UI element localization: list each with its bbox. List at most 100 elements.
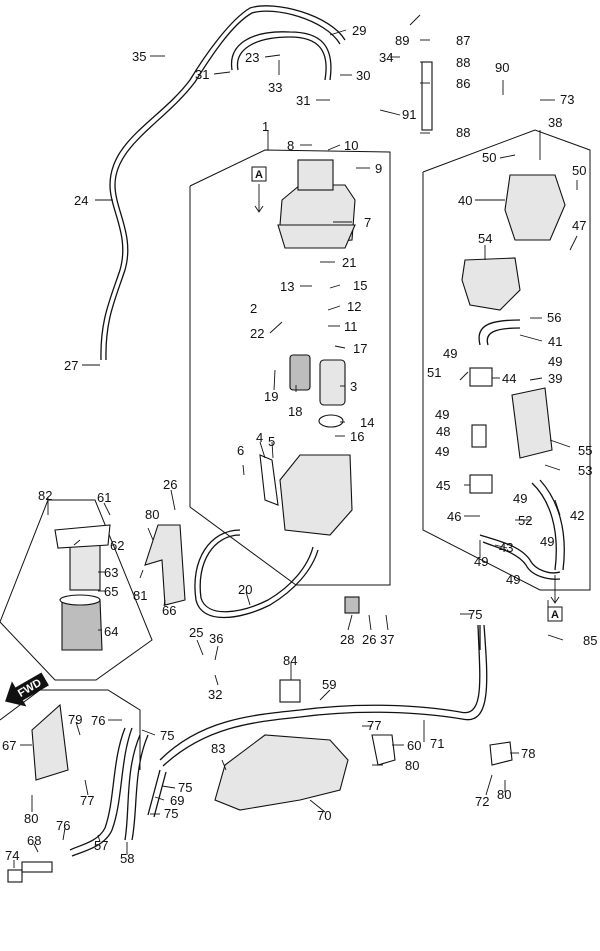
callout-49-f: 49 [540,534,554,549]
callout-84: 84 [283,653,297,668]
callout-4: 4 [256,430,263,445]
callout-88-a: 88 [456,55,470,70]
callout-85: 85 [583,633,597,648]
hose-23 [230,31,332,81]
callout-77-b: 77 [80,793,94,808]
callout-13: 13 [280,279,294,294]
callout-6: 6 [237,443,244,458]
fuel-cooler-55 [511,387,553,459]
callout-75-c: 75 [178,780,192,795]
callout-numbers: 1 2 3 4 5 6 7 8 9 10 11 12 13 14 15 16 1… [2,23,597,866]
callout-16: 16 [350,429,364,444]
bracket-54 [461,257,521,311]
callout-30: 30 [356,68,370,83]
callout-7: 7 [364,215,371,230]
callout-75-b: 75 [160,728,174,743]
callout-60: 60 [407,738,421,753]
callout-33: 33 [268,80,282,95]
callout-10: 10 [344,138,358,153]
callout-49-e: 49 [513,491,527,506]
callout-1: 1 [262,119,269,134]
callout-80-b: 80 [24,811,38,826]
callout-77-a: 77 [367,718,381,733]
callout-63: 63 [104,565,118,580]
callout-51: 51 [427,365,441,380]
callout-52: 52 [518,513,532,528]
callout-5: 5 [268,434,275,449]
callout-54: 54 [478,231,492,246]
callout-75-a: 75 [468,607,482,622]
callout-43: 43 [499,540,513,555]
leader-lines [13,14,578,868]
callout-66: 66 [162,603,176,618]
callout-19: 19 [264,389,278,404]
callout-21: 21 [342,255,356,270]
callout-26b: 26 [362,632,376,647]
fitting-44-45 [469,367,493,494]
callout-38: 38 [548,115,562,130]
bracket-40 [504,174,566,241]
callout-80-a: 80 [145,507,159,522]
callout-89: 89 [395,33,409,48]
callout-76-b: 76 [56,818,70,833]
callout-88-b: 88 [456,125,470,140]
callout-28: 28 [340,632,354,647]
callout-12: 12 [347,299,361,314]
callout-83: 83 [211,741,225,756]
callout-20: 20 [238,582,252,597]
ref-box-a-lower: A [547,575,563,622]
separator-case-5 [259,454,353,536]
hose-59-71 [159,624,488,767]
bracket-60 [371,734,396,766]
callout-56: 56 [547,310,561,325]
clamp-78 [489,741,513,766]
callout-49-b: 49 [548,354,562,369]
callout-76-a: 76 [91,713,105,728]
callout-67: 67 [2,738,16,753]
callout-82: 82 [38,488,52,503]
hose-41 [478,319,521,346]
callout-36: 36 [209,631,223,646]
callout-61: 61 [97,490,111,505]
callout-49-a: 49 [443,346,457,361]
callout-26a: 26 [163,477,177,492]
callout-42: 42 [570,508,584,523]
callout-49-d: 49 [435,444,449,459]
callout-27: 27 [64,358,78,373]
callout-9: 9 [375,161,382,176]
callout-31a: 31 [195,67,209,82]
pipe-86 [421,61,433,131]
callout-24: 24 [74,193,88,208]
callout-47: 47 [572,218,586,233]
callout-50b: 50 [572,163,586,178]
callout-80-c: 80 [405,758,419,773]
ref-label-a-upper: A [255,169,263,181]
callout-40: 40 [458,193,472,208]
callout-73: 73 [560,92,574,107]
callout-48: 48 [436,424,450,439]
callout-39: 39 [548,371,562,386]
hose-20 [194,529,319,619]
callout-90: 90 [495,60,509,75]
connector-74 [7,861,53,883]
callout-17: 17 [353,341,367,356]
callout-8: 8 [287,138,294,153]
callout-78: 78 [521,746,535,761]
callout-32: 32 [208,687,222,702]
callout-49-h: 49 [506,572,520,587]
hose-69 [147,769,167,818]
fuel-vapor-separator-cover-7 [277,159,356,249]
ref-box-a-upper: A [251,166,267,213]
callout-87: 87 [456,33,470,48]
cover-67 [31,703,69,781]
callout-50a: 50 [482,150,496,165]
callout-57: 57 [94,838,108,853]
frame-bracket-assembly [422,129,591,591]
callout-15: 15 [353,278,367,293]
hose-43 [479,534,561,580]
callout-2: 2 [250,301,257,316]
callout-35: 35 [132,49,146,64]
callout-31b: 31 [296,93,310,108]
hose-24 [100,5,346,361]
protector-70 [214,734,349,811]
